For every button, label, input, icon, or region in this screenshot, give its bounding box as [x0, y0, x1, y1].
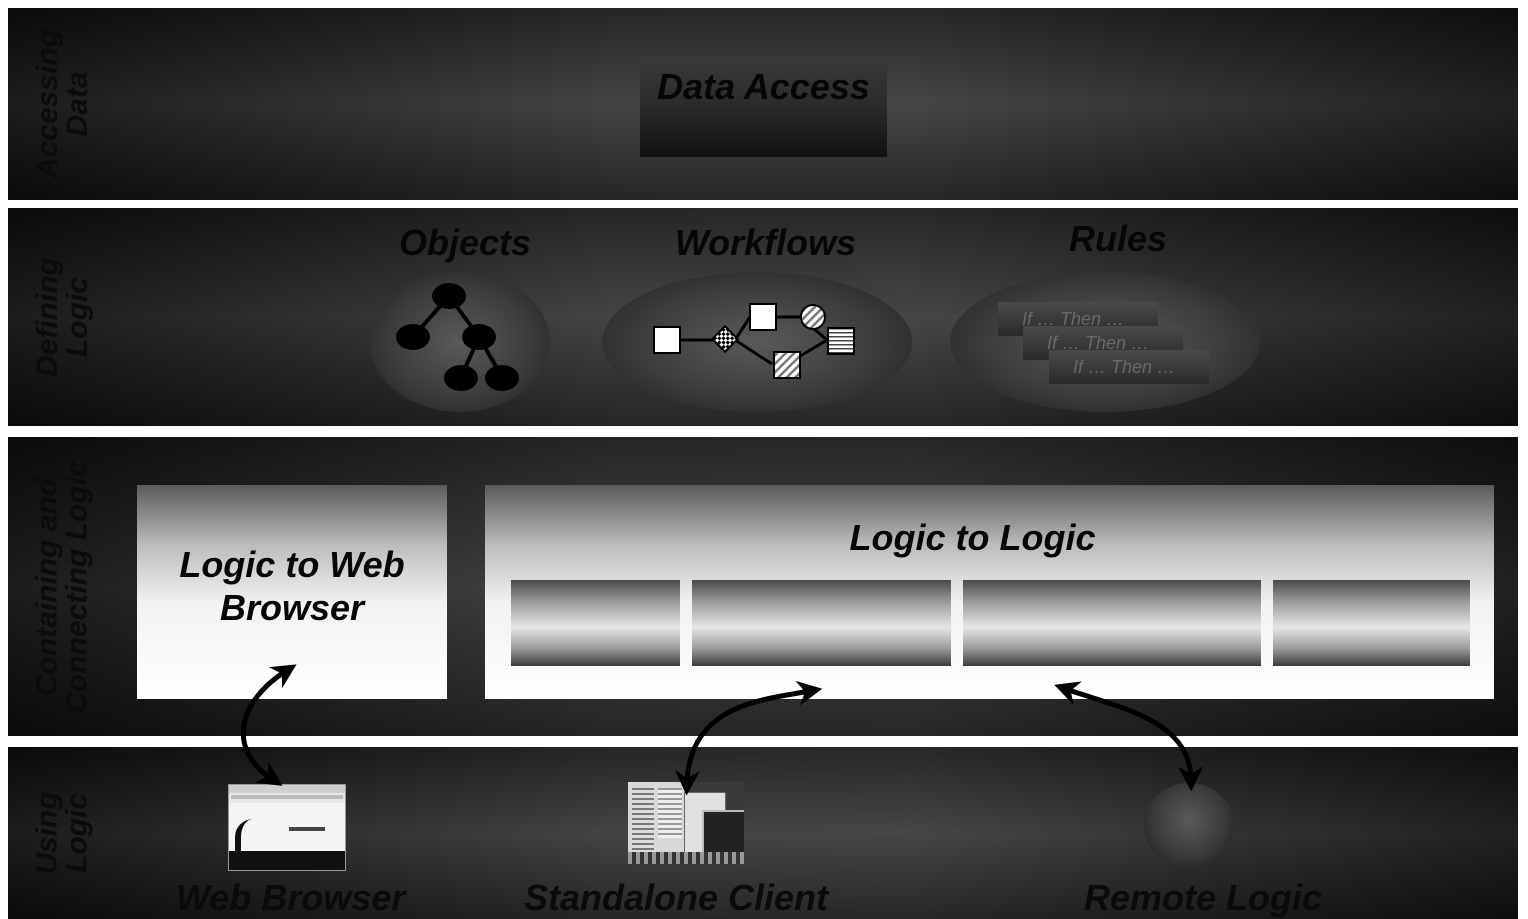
band-accessing-data: Accessing Data Data Access — [8, 8, 1518, 200]
web-browser-label: Web Browser — [176, 877, 406, 918]
band-label-containing-connecting: Containing and Connecting Logic — [8, 437, 118, 736]
workflow-diagram-icon — [653, 303, 855, 379]
remote-logic-sphere-icon — [1144, 783, 1234, 867]
logic-to-web-browser-title: Logic to Web Browser — [179, 544, 405, 628]
band-containing-connecting-logic: Containing and Connecting Logic Logic to… — [8, 437, 1518, 736]
logic-to-web-browser-box: Logic to Web Browser — [137, 485, 447, 699]
protocol-strip-3 — [963, 580, 1261, 666]
band-label-text: Containing and Connecting Logic — [31, 459, 95, 714]
band-using-logic: Using Logic Web Browser Standalone Clien… — [8, 747, 1518, 919]
protocol-strip-1 — [511, 580, 680, 666]
remote-logic-label: Remote Logic — [1084, 877, 1323, 918]
logic-to-logic-title: Logic to Logic — [849, 517, 1096, 558]
object-tree-icon — [396, 283, 519, 391]
band-label-text: Accessing Data — [31, 28, 95, 180]
rules-title: Rules — [1068, 218, 1168, 259]
band-label-text: Using Logic — [31, 791, 94, 875]
band-label-using-logic: Using Logic — [8, 747, 118, 919]
protocol-strip-2 — [692, 580, 951, 666]
protocol-strip-4 — [1273, 580, 1470, 666]
standalone-client-thumbnail — [628, 782, 744, 864]
standalone-client-label: Standalone Client — [524, 877, 829, 918]
band-label-defining-logic: Defining Logic — [8, 208, 118, 426]
data-access-title: Data Access — [657, 66, 870, 107]
data-access-box — [640, 56, 887, 157]
objects-title: Objects — [398, 222, 532, 263]
rule-card: If … Then … — [1049, 350, 1209, 384]
band-label-accessing-data: Accessing Data — [8, 8, 118, 200]
band-label-text: Defining Logic — [31, 257, 94, 377]
web-browser-thumbnail — [228, 784, 346, 871]
band-defining-logic: Defining Logic Objects Workflows Rules — [8, 208, 1518, 426]
workflows-title: Workflows — [674, 222, 857, 263]
